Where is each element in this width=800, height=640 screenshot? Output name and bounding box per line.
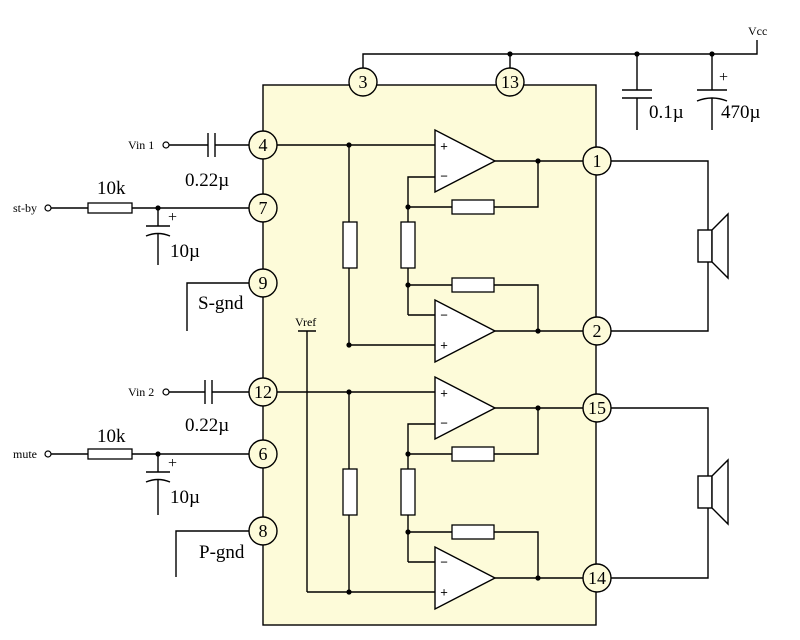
- svg-text:6: 6: [259, 444, 268, 464]
- svg-text:+: +: [440, 386, 448, 401]
- opamp-a: [434, 128, 497, 194]
- ic-body: [262, 84, 597, 626]
- svg-text:+: +: [440, 585, 448, 600]
- opamp-d: [434, 545, 497, 611]
- svg-text:1: 1: [593, 151, 602, 171]
- speaker-2: [611, 407, 729, 579]
- svg-text:4: 4: [259, 135, 268, 155]
- svg-text:14: 14: [588, 568, 606, 588]
- pin-1: 1: [582, 146, 612, 176]
- elec-cap-2-label: 10µ: [170, 487, 200, 508]
- pin-7: 7: [248, 193, 278, 223]
- svg-text:+: +: [440, 338, 448, 353]
- stby-label: st-by: [13, 201, 37, 215]
- svg-text:15: 15: [588, 398, 606, 418]
- internal-ch1: + − − +: [277, 128, 583, 364]
- pin-15: 15: [582, 393, 612, 423]
- input-stby: st-by 10k + 10µ: [13, 178, 249, 265]
- res-10k-2-label: 10k: [97, 426, 126, 447]
- cap-0.22u-1-label: 0.22µ: [185, 170, 229, 191]
- p-gnd-label: P-gnd: [199, 542, 245, 563]
- pin-6: 6: [248, 439, 278, 469]
- vin2-label: Vin 2: [128, 385, 154, 399]
- supply-section: Vcc 0.1µ + 470µ: [362, 24, 767, 130]
- svg-text:2: 2: [593, 321, 602, 341]
- pin-2: 2: [582, 316, 612, 346]
- opamp-b: [434, 298, 497, 364]
- vcc-label: Vcc: [748, 24, 767, 38]
- svg-text:−: −: [440, 308, 448, 323]
- p-gnd: P-gnd: [175, 530, 249, 577]
- vref: Vref: [295, 315, 435, 595]
- elec-cap-2-plus: +: [168, 455, 177, 472]
- svg-text:8: 8: [259, 521, 268, 541]
- opamp-c: [434, 375, 497, 441]
- res-10k-1-label: 10k: [97, 178, 126, 199]
- pin-12: 12: [248, 377, 278, 407]
- elec-cap-1-label: 10µ: [170, 241, 200, 262]
- pin-9: 9: [248, 268, 278, 298]
- s-gnd: S-gnd: [186, 282, 249, 331]
- svg-text:3: 3: [359, 72, 368, 92]
- speaker-1: [611, 160, 729, 332]
- svg-text:12: 12: [254, 382, 272, 402]
- pin-13: 13: [495, 67, 525, 97]
- cap-470u-label: 470µ: [721, 102, 761, 123]
- pin-3: 3: [348, 67, 378, 97]
- vin1-label: Vin 1: [128, 138, 154, 152]
- pin-4: 4: [248, 130, 278, 160]
- cap-0.1u-label: 0.1µ: [649, 102, 684, 123]
- elec-cap-1-plus: +: [168, 209, 177, 226]
- svg-text:+: +: [440, 139, 448, 154]
- svg-text:−: −: [440, 416, 448, 431]
- cap-0.22u-2-label: 0.22µ: [185, 415, 229, 436]
- svg-text:7: 7: [259, 198, 268, 218]
- pin-8: 8: [248, 516, 278, 546]
- svg-text:−: −: [440, 555, 448, 570]
- cap-470u-plus: +: [719, 69, 728, 86]
- svg-text:9: 9: [259, 273, 268, 293]
- vref-label: Vref: [295, 315, 316, 329]
- svg-text:13: 13: [501, 72, 519, 92]
- mute-label: mute: [13, 447, 37, 461]
- pin-14: 14: [582, 563, 612, 593]
- svg-text:−: −: [440, 169, 448, 184]
- internal-ch2: + − − +: [277, 375, 583, 611]
- s-gnd-label: S-gnd: [198, 293, 244, 314]
- input-mute: mute 10k + 10µ: [13, 426, 249, 515]
- input-vin2: Vin 2 0.22µ: [128, 380, 249, 436]
- input-vin1: Vin 1 0.22µ: [128, 133, 249, 191]
